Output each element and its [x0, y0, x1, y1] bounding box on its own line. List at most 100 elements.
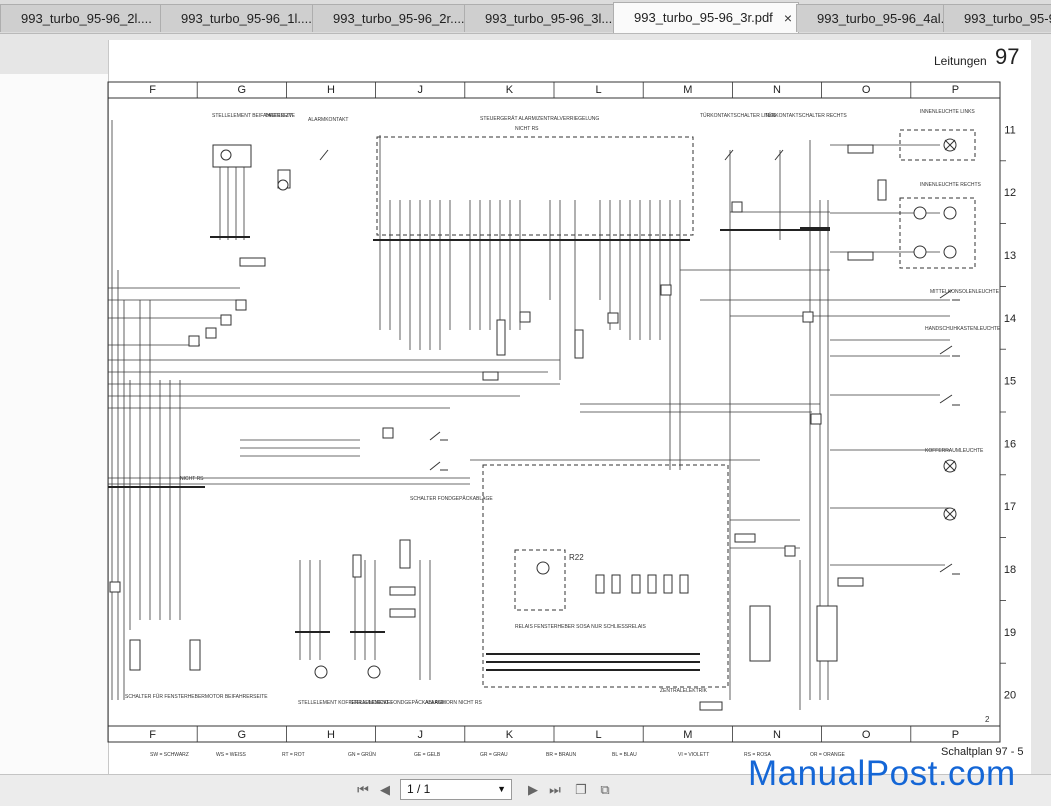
last-page-icon[interactable]: ⏭ — [549, 782, 561, 797]
next-page-icon[interactable]: ▶ — [528, 782, 538, 797]
page-header-label: Leitungen — [934, 54, 987, 68]
tab-label: 993_turbo_95-96_3r.pdf — [634, 10, 773, 25]
label-nicht-rs: NICHT RS — [180, 476, 204, 482]
tab-label: 993_turbo_95-9 — [964, 11, 1051, 26]
column-label-bottom: P — [952, 729, 959, 741]
column-label-top: N — [773, 84, 781, 96]
label-relay: R22 — [569, 553, 584, 562]
tab-0[interactable]: 993_turbo_95-96_2l.... — [0, 4, 163, 32]
dashed-components — [376, 129, 976, 688]
tab-label: 993_turbo_95-96_2l.... — [21, 11, 152, 26]
column-label-bottom: L — [596, 729, 602, 741]
previous-page-edge — [0, 74, 109, 774]
label-innenleuchte-r: INNENLEUCHTE RECHTS — [920, 182, 982, 188]
page-number-select[interactable]: 1 / 1 ▼ — [400, 779, 512, 800]
continuous-view-icon[interactable]: ⧉ — [600, 782, 610, 797]
tab-label: 993_turbo_95-96_2r.... — [333, 11, 465, 26]
close-tab-icon[interactable]: × — [783, 10, 792, 26]
two-page-view-icon[interactable]: ❐ — [575, 782, 587, 797]
tab-4-active[interactable]: 993_turbo_95-96_3r.pdf × — [613, 2, 799, 33]
column-label-top: P — [952, 84, 959, 96]
row-label: 12 — [1004, 187, 1016, 199]
label-relais: RELAIS FENSTERHEBER SOSA NUR SCHLIESSREL… — [515, 624, 647, 630]
column-label-top: F — [149, 84, 156, 96]
label-stell-klappe: STELLELEMENT FONDGEPÄCKABLAGE — [350, 699, 446, 706]
label-zentralelektrik: ZENTRALELEKTRIK — [660, 688, 708, 694]
lamp-crosses — [944, 139, 956, 520]
row-label: 18 — [1004, 564, 1016, 576]
column-label-bottom: O — [862, 729, 871, 741]
column-label-bottom: H — [327, 729, 335, 741]
row-label: 14 — [1004, 313, 1016, 325]
label-tuerkontakt-links: TÜRKONTAKTSCHALTER LINKS — [700, 112, 776, 119]
tab-label: 993_turbo_95-96_1l.... — [181, 11, 312, 26]
label-steuergeraet-sub: NICHT RS — [515, 126, 539, 132]
bottom-toolbar: ⏮ ◀ 1 / 1 ▼ ▶ ⏭ ❐ ⧉ — [0, 774, 1051, 806]
column-label-bottom: M — [683, 729, 692, 741]
label-stell-koffer: STELLELEMENT KOFFERRAUMDECKEL — [298, 700, 393, 706]
legend-entry: SW = SCHWARZ — [150, 752, 189, 758]
page-indicator: 1 / 1 — [407, 782, 431, 796]
column-label-top: O — [862, 84, 871, 96]
wire-bundle — [108, 144, 950, 566]
label-steuergeraet: STEUERGERÄT ALARM/ZENTRALVERRIEGELUNG — [480, 115, 599, 122]
document-viewer[interactable] — [0, 34, 1051, 775]
column-label-top: G — [238, 84, 247, 96]
label-innenleuchte-l: INNENLEUCHTE LINKS — [920, 109, 975, 115]
row-label: 17 — [1004, 501, 1016, 513]
legend-entry: BL = BLAU — [612, 752, 637, 758]
label-schalter-fond: SCHALTER FONDGEPÄCKABLAGE — [410, 495, 493, 502]
switch-contacts — [319, 149, 960, 575]
tab-6[interactable]: 993_turbo_95-9 — [943, 4, 1051, 32]
column-label-top: K — [506, 84, 514, 96]
tab-5[interactable]: 993_turbo_95-96_4al... — [796, 4, 946, 32]
tab-2[interactable]: 993_turbo_95-96_2r.... — [312, 4, 467, 32]
page-header-number: 97 — [995, 44, 1020, 69]
label-alarmkontakt: ALARMKONTAKT — [308, 117, 348, 123]
legend-entry: OR = ORANGE — [810, 752, 846, 758]
column-label-top: L — [596, 84, 602, 96]
tab-3[interactable]: 993_turbo_95-96_3l.... — [464, 4, 616, 32]
legend-entry: RT = ROT — [282, 752, 305, 758]
first-page-icon[interactable]: ⏮ — [357, 782, 369, 797]
legend-entry: BR = BRAUN — [546, 752, 577, 758]
row-label: 19 — [1004, 627, 1016, 639]
page-footer-label: Schaltplan 97 - 5 — [941, 746, 1024, 758]
column-label-bottom: F — [149, 729, 156, 741]
label-tuerkontakt-rechts: TÜRKONTAKTSCHALTER RECHTS — [765, 112, 847, 119]
column-label-bottom: N — [773, 729, 781, 741]
lamp-symbols — [220, 138, 957, 679]
row-label: 15 — [1004, 376, 1016, 388]
column-label-bottom: G — [238, 729, 247, 741]
corner-page-number: 2 — [985, 715, 990, 724]
row-label: 11 — [1004, 124, 1015, 136]
pdf-page — [108, 40, 1031, 775]
label-taster: TASTER ZV — [265, 113, 293, 119]
row-label: 13 — [1004, 250, 1016, 262]
label-schalter-fh: SCHALTER FÜR FENSTERHEBERMOTOR BEIFAHRER… — [125, 693, 268, 700]
row-label: 20 — [1004, 690, 1016, 702]
legend-entry: RS = ROSA — [744, 752, 771, 758]
color-legend: SW = SCHWARZ WS = WEISS RT = ROT GN = GRÜN G… — [150, 751, 846, 758]
column-label-top: M — [683, 84, 692, 96]
connectors — [109, 144, 887, 711]
chevron-down-icon: ▼ — [497, 784, 506, 794]
tab-bar: 993_turbo_95-96_2l.... 993_turbo_95-96_1… — [0, 0, 1051, 34]
column-label-top: J — [417, 84, 423, 96]
legend-entry: WS = WEISS — [216, 752, 247, 758]
watermark-logo: ManualPost.com — [748, 754, 1016, 793]
tab-label: 993_turbo_95-96_3l.... — [485, 11, 616, 26]
label-alarmhorn: ALARMHORN NICHT RS — [425, 700, 483, 706]
column-label-bottom: K — [506, 729, 514, 741]
label-stellelement-bf: STELLELEMENT BEIFAHRERSEITE — [212, 113, 296, 119]
column-label-top: H — [327, 84, 335, 96]
legend-entry: GN = GRÜN — [348, 751, 376, 758]
row-label: 16 — [1004, 438, 1016, 450]
legend-entry: GR = GRAU — [480, 752, 508, 758]
label-handschuh: HANDSCHUHKASTENLEUCHTE — [925, 326, 1001, 332]
legend-entry: GE = GELB — [414, 752, 441, 758]
legend-entry: VI = VIOLETT — [678, 752, 709, 758]
label-mittelkonsole: MITTELKONSOLENLEUCHTE — [930, 289, 1000, 295]
label-koffer: KOFFERRAUMLEUCHTE — [925, 448, 984, 454]
prev-page-icon[interactable]: ◀ — [380, 782, 390, 797]
